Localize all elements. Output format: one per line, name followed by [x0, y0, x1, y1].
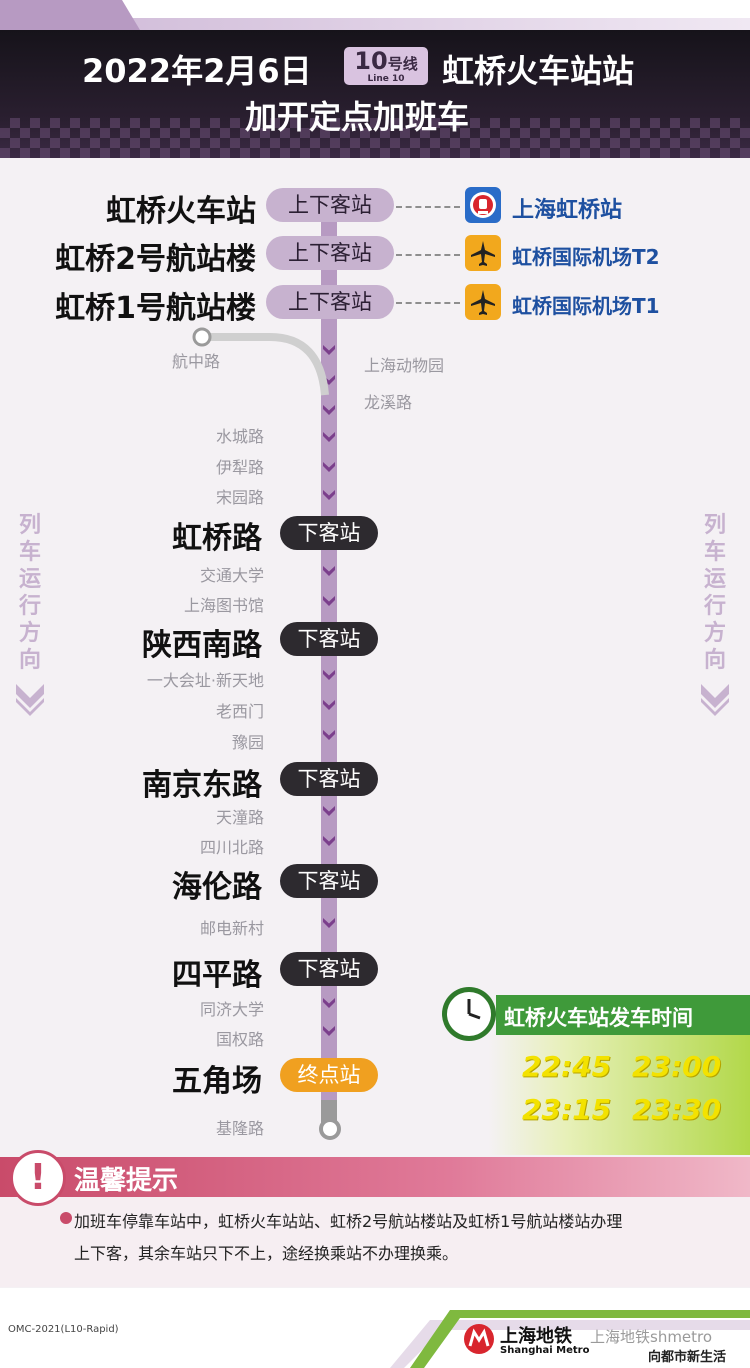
skipped-station: 四川北路 [199, 838, 264, 857]
skipped-station: 伊犁路 [215, 458, 264, 477]
skipped-station: 上海动物园 [364, 356, 445, 375]
direction-text-right: 列车运行方向 [703, 513, 726, 673]
connection-label: 上海虹桥站 [512, 198, 623, 223]
departure-time: 22:45 [522, 1050, 612, 1083]
header-checker-pattern [0, 118, 750, 158]
service-pill: 上下客站 [266, 236, 394, 270]
tip-line: 加班车停靠车站中，虹桥火车站站、虹桥2号航站楼站及虹桥1号航站楼站办理 [74, 1212, 623, 1231]
station-name: 虹桥2号航站楼 [55, 242, 256, 277]
connection-dash [396, 254, 460, 256]
header-tab [0, 0, 140, 30]
watermark: 上海地铁shmetro [590, 1328, 713, 1346]
header-stripe [0, 18, 750, 32]
station-name: 五角场 [172, 1064, 262, 1099]
down-arrow-icon [16, 684, 44, 716]
departure-time: 23:00 [632, 1050, 722, 1083]
skipped-station: 老西门 [215, 702, 264, 721]
footer-stripes [390, 1310, 750, 1368]
logo-en: Shanghai Metro [500, 1345, 590, 1356]
service-pill: 下客站 [280, 864, 378, 898]
header-station: 虹桥火车站站 [442, 52, 635, 90]
skipped-station: 航中路 [172, 352, 221, 371]
skipped-station: 一大会址·新天地 [146, 671, 264, 690]
tip-bar [0, 1157, 750, 1197]
service-pill: 下客站 [280, 762, 378, 796]
skipped-station: 上海图书馆 [183, 596, 264, 615]
branch-line [192, 327, 329, 396]
line-suffix: 号线 [387, 55, 418, 73]
line-badge: 10号线 Line 10 [344, 47, 428, 85]
station-name: 四平路 [172, 958, 262, 993]
service-pill: 下客站 [280, 952, 378, 986]
tip-body [0, 1197, 750, 1287]
header-date: 2022年2月6日 [82, 52, 312, 90]
station-name: 虹桥火车站 [106, 194, 256, 229]
skipped-station: 宋园路 [215, 488, 264, 507]
connection-label: 虹桥国际机场T1 [512, 294, 660, 318]
bullet-icon [60, 1212, 72, 1224]
station-name: 虹桥路 [172, 521, 262, 556]
station-name: 陕西南路 [142, 628, 262, 663]
direction-text-left: 列车运行方向 [18, 513, 41, 673]
service-pill: 上下客站 [266, 285, 394, 319]
footer-code: OMC-2021(L10-Rapid) [8, 1324, 119, 1335]
airplane-icon [465, 235, 501, 271]
skipped-station: 基隆路 [215, 1119, 264, 1138]
skipped-station: 天潼路 [215, 808, 264, 827]
logo-cn: 上海地铁 [500, 1326, 572, 1347]
airplane-icon [465, 284, 501, 320]
tip-line: 上下客，其余车站只下不上，途经换乘站不办理换乘。 [74, 1244, 459, 1263]
skipped-station: 同济大学 [199, 1000, 264, 1019]
tip-title: 温馨提示 [74, 1166, 179, 1196]
skipped-station: 国权路 [215, 1030, 264, 1049]
connection-dash [396, 206, 460, 208]
line-number: 10 [354, 47, 388, 75]
skipped-station: 豫园 [231, 733, 264, 752]
end-station-circle [319, 1118, 341, 1140]
connection-label: 虹桥国际机场T2 [512, 245, 660, 269]
departure-time: 23:15 [522, 1093, 612, 1126]
departure-time: 23:30 [632, 1093, 722, 1126]
service-pill: 下客站 [280, 622, 378, 656]
skipped-station: 交通大学 [199, 566, 264, 585]
service-pill: 下客站 [280, 516, 378, 550]
station-name: 海伦路 [172, 870, 262, 905]
shanghai-metro-logo-icon [464, 1324, 494, 1354]
slogan: 向都市新生活 [648, 1350, 727, 1365]
terminal-pill: 终点站 [280, 1058, 378, 1092]
departure-panel [488, 1035, 750, 1155]
station-name: 南京东路 [142, 768, 262, 803]
header-subtitle: 加开定点加班车 [245, 98, 470, 136]
departure-title: 虹桥火车站发车时间 [504, 1006, 693, 1030]
connection-dash [396, 302, 460, 304]
down-arrow-icon [701, 684, 729, 716]
departure-header [496, 995, 750, 1035]
line-en: Line 10 [367, 74, 405, 84]
service-pill: 上下客站 [266, 188, 394, 222]
railway-icon [465, 187, 501, 223]
skipped-station: 水城路 [215, 427, 264, 446]
clock-icon [442, 987, 496, 1041]
station-name: 虹桥1号航站楼 [55, 291, 256, 326]
skipped-station: 龙溪路 [364, 393, 413, 412]
skipped-station: 邮电新村 [199, 919, 264, 938]
exclamation-icon: ! [10, 1150, 66, 1206]
